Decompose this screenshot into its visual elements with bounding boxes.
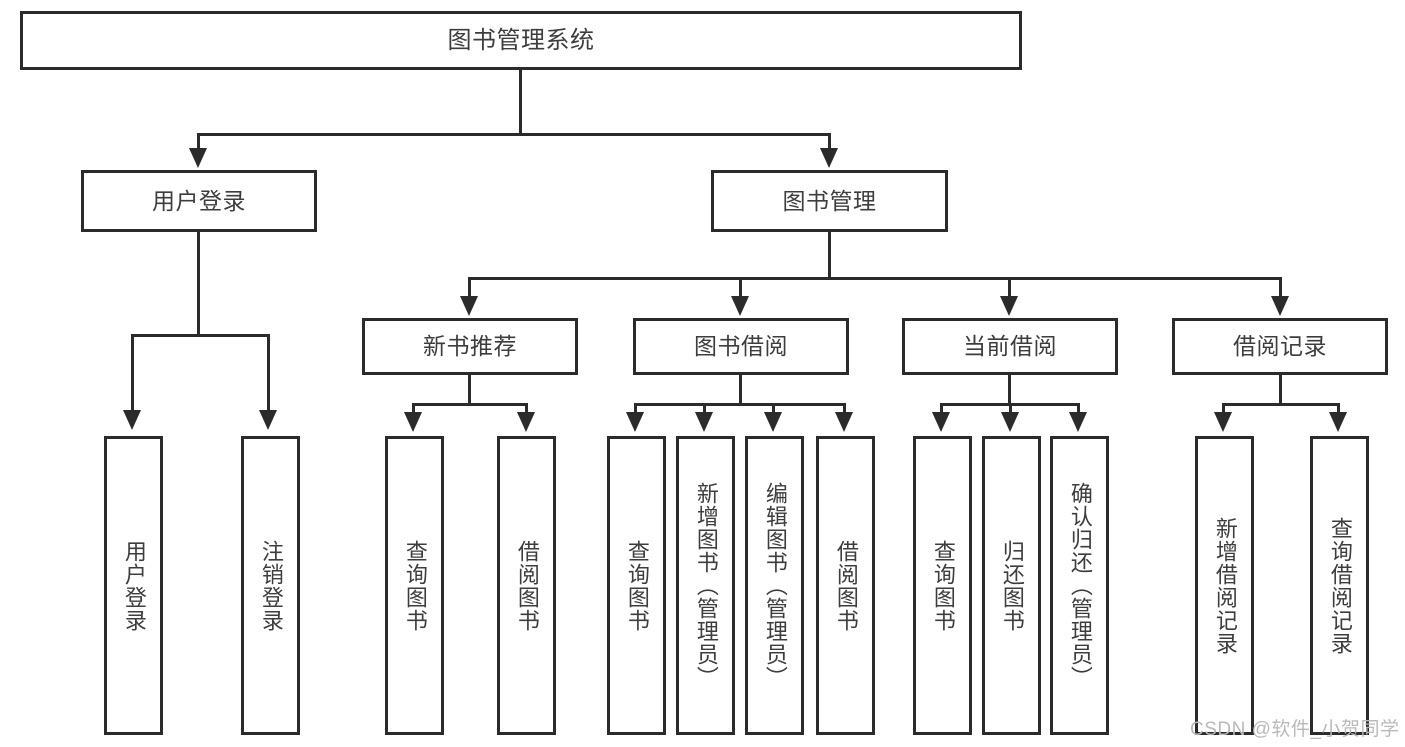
leaf-borrow-book[interactable]: 借阅图书 [816, 436, 875, 735]
node-label: 用户登录 [152, 187, 246, 214]
leaf-query-book-borrow[interactable]: 查询图书 [607, 436, 666, 735]
arrowhead-bookmgmt-borrow [731, 296, 749, 316]
arrowhead-borrow-leaf4 [835, 412, 853, 432]
connector-bookmgmt-to-records [1279, 277, 1282, 301]
connector-borrow-to-leaf4 [843, 403, 846, 415]
node-borrow-records[interactable]: 借阅记录 [1172, 318, 1388, 375]
node-user-login[interactable]: 用户登录 [81, 170, 317, 232]
node-current-borrow[interactable]: 当前借阅 [902, 318, 1118, 375]
connector-records-bus [1222, 403, 1340, 406]
connector-login-bus [131, 334, 269, 337]
leaf-add-borrow-record[interactable]: 新增借阅记录 [1195, 436, 1254, 735]
leaf-label: 查询图书 [930, 539, 956, 632]
node-new-book-recommend[interactable]: 新书推荐 [362, 318, 578, 375]
connector-borrow-stem [739, 375, 742, 405]
node-root-system[interactable]: 图书管理系统 [20, 11, 1022, 70]
leaf-label: 查询图书 [402, 539, 428, 632]
connector-newbook-stem [468, 375, 471, 405]
leaf-confirm-return-admin[interactable]: 确认归还（管理员） [1050, 436, 1109, 735]
connector-current-stem [1008, 375, 1011, 405]
node-label: 图书管理系统 [447, 26, 595, 54]
connector-records-to-leaf1 [1222, 403, 1225, 415]
leaf-label: 借阅图书 [514, 539, 540, 632]
arrowhead-borrow-leaf3 [764, 412, 782, 432]
leaf-borrow-book-newbook[interactable]: 借阅图书 [497, 436, 556, 735]
leaf-logout[interactable]: 注销登录 [241, 436, 300, 735]
leaf-add-book-admin[interactable]: 新增图书（管理员） [676, 436, 735, 735]
connector-bookmgmt-stem [828, 232, 831, 280]
connector-current-to-leaf2 [1009, 403, 1012, 415]
leaf-edit-book-admin[interactable]: 编辑图书（管理员） [745, 436, 804, 735]
connector-bookmgmt-to-borrow [739, 277, 742, 301]
leaf-query-borrow-record[interactable]: 查询借阅记录 [1310, 436, 1369, 735]
connector-borrow-bus [634, 403, 846, 406]
connector-newbook-to-leaf2 [525, 403, 528, 415]
leaf-label: 新增图书（管理员） [693, 482, 719, 689]
connector-borrow-to-leaf2 [703, 403, 706, 415]
leaf-label: 确认归还（管理员） [1067, 482, 1093, 689]
arrowhead-current-leaf3 [1069, 412, 1087, 432]
connector-borrow-to-leaf1 [634, 403, 637, 415]
connector-root-to-bookmgmt [828, 133, 831, 153]
arrowhead-current-leaf2 [1001, 412, 1019, 432]
node-label: 当前借阅 [963, 333, 1057, 360]
node-book-management[interactable]: 图书管理 [711, 170, 948, 232]
arrowhead-newbook-leaf2 [517, 412, 535, 432]
connector-newbook-bus [412, 403, 528, 406]
node-label: 新书推荐 [423, 333, 517, 360]
connector-root-bus [197, 133, 831, 136]
arrowhead-bookmgmt-records [1271, 296, 1289, 316]
connector-bookmgmt-to-new [468, 277, 471, 301]
leaf-label: 借阅图书 [833, 539, 859, 632]
arrowhead-borrow-leaf2 [695, 412, 713, 432]
arrowhead-newbook-leaf1 [404, 412, 422, 432]
connector-root-to-login [197, 133, 200, 153]
connector-records-stem [1279, 375, 1282, 405]
connector-login-stem [197, 232, 200, 337]
arrowhead-bookmgmt-new [460, 296, 478, 316]
node-label: 图书管理 [782, 187, 877, 214]
leaf-label: 查询借阅记录 [1327, 516, 1353, 655]
node-book-borrow[interactable]: 图书借阅 [633, 318, 849, 375]
leaf-label: 编辑图书（管理员） [762, 482, 788, 689]
leaf-user-login[interactable]: 用户登录 [104, 436, 163, 735]
arrowhead-bookmgmt-current [1000, 296, 1018, 316]
leaf-query-book-current[interactable]: 查询图书 [913, 436, 972, 735]
arrowhead-root-to-login [189, 148, 207, 168]
arrowhead-current-leaf1 [932, 412, 950, 432]
connector-login-to-leaf1 [131, 334, 134, 414]
node-label: 图书借阅 [694, 333, 788, 360]
connector-current-to-leaf3 [1077, 403, 1080, 415]
connector-records-to-leaf2 [1337, 403, 1340, 415]
leaf-query-book-newbook[interactable]: 查询图书 [385, 436, 444, 735]
leaf-label: 查询图书 [624, 539, 650, 632]
node-label: 借阅记录 [1233, 333, 1327, 360]
arrowhead-records-leaf1 [1214, 412, 1232, 432]
connector-newbook-to-leaf1 [412, 403, 415, 415]
connector-borrow-to-leaf3 [772, 403, 775, 415]
connector-bookmgmt-bus [468, 277, 1282, 280]
arrowhead-login-leaf2 [259, 410, 277, 430]
leaf-label: 注销登录 [258, 539, 284, 632]
leaf-label: 归还图书 [999, 539, 1025, 632]
leaf-label: 新增借阅记录 [1212, 516, 1238, 655]
csdn-watermark: CSDN @软件_小贺同学 [1190, 719, 1400, 740]
arrowhead-records-leaf2 [1329, 412, 1347, 432]
connector-root-stem [519, 70, 522, 135]
leaf-label: 用户登录 [121, 539, 147, 632]
connector-login-to-leaf2 [267, 334, 270, 414]
arrowhead-login-leaf1 [123, 410, 141, 430]
arrowhead-borrow-leaf1 [626, 412, 644, 432]
connector-bookmgmt-to-current [1008, 277, 1011, 301]
connector-current-to-leaf1 [940, 403, 943, 415]
leaf-return-book[interactable]: 归还图书 [982, 436, 1041, 735]
arrowhead-root-to-bookmgmt [820, 148, 838, 168]
